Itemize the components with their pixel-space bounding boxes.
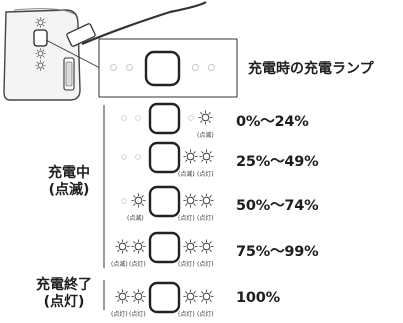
led-state-label: (点灯) xyxy=(197,171,214,178)
range-label-row-1: 0%〜24% xyxy=(236,114,309,130)
charging-label-line1: 充電中 xyxy=(48,165,90,181)
row-buttons xyxy=(148,102,181,314)
led-state-label: (点灯) xyxy=(197,311,214,318)
range-label-row-3: 50%〜74% xyxy=(236,198,319,214)
led-state-label: (点灯) xyxy=(178,311,195,318)
complete-group-label: 充電終了 (点灯) xyxy=(28,277,100,311)
led-state-label: (点滅) xyxy=(111,261,128,268)
led-state-label: (点灯) xyxy=(178,261,195,268)
led-state-label: (点滅) xyxy=(178,171,195,178)
led-state-label: (点灯) xyxy=(129,311,146,318)
diagram-title: 充電時の充電ランプ xyxy=(248,61,374,77)
range-label-row-4: 75%〜99% xyxy=(236,244,319,260)
complete-label-line2: (点灯) xyxy=(43,294,85,310)
charging-group-label: 充電中 (点滅) xyxy=(40,165,98,199)
led-state-label: (点灯) xyxy=(178,215,195,222)
led-state-label: (点灯) xyxy=(197,215,214,222)
range-label-row-2: 25%〜49% xyxy=(236,154,319,170)
led-state-label: (点滅) xyxy=(127,215,144,222)
led-state-label: (点灯) xyxy=(111,311,128,318)
led-state-label: (点灯) xyxy=(129,261,146,268)
charging-label-line2: (点滅) xyxy=(48,182,90,198)
device-illustration xyxy=(3,1,207,101)
led-state-label: (点灯) xyxy=(197,261,214,268)
range-label-row-5: 100% xyxy=(236,290,280,306)
lamp-panel xyxy=(98,38,238,98)
complete-label-line1: 充電終了 xyxy=(36,277,92,293)
led-state-label: (点滅) xyxy=(197,132,214,139)
